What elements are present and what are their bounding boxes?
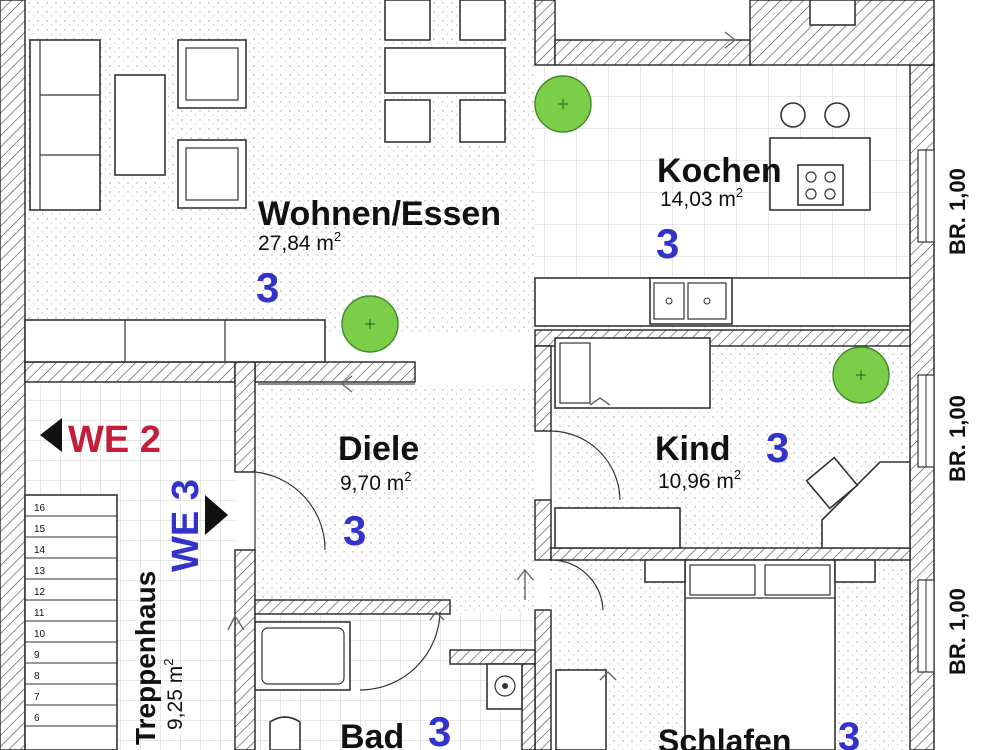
kitchen-counter (534, 277, 911, 327)
we3-label: WE 3 (165, 479, 207, 572)
sideboard (24, 319, 326, 363)
diele-number: 3 (343, 507, 366, 554)
kochen-name: Kochen (657, 152, 782, 190)
we2-arrow-icon (40, 418, 62, 452)
sofa (29, 39, 101, 211)
stair-number: 16 (34, 503, 46, 514)
diele-area: 9,70 m2 (340, 469, 411, 495)
kochen-number: 3 (656, 220, 679, 267)
kochen-area: 14,03 m2 (660, 185, 743, 211)
schlafen-name: Schlafen (658, 723, 791, 750)
stair-number: 6 (34, 713, 40, 724)
dining-table (384, 0, 506, 143)
kind-number: 3 (766, 424, 789, 471)
stair-number: 7 (34, 692, 40, 703)
diele-name: Diele (338, 430, 419, 468)
stair-number: 13 (34, 566, 46, 577)
wohnen-area: 27,84 m2 (258, 229, 341, 255)
kind-bed (554, 337, 711, 409)
stair-number: 12 (34, 587, 46, 598)
schlafen-number: 3 (838, 715, 860, 750)
stair-number: 11 (34, 608, 45, 619)
coffee-table (114, 74, 166, 176)
kind-shelf (554, 507, 681, 549)
flow-arrows (227, 31, 737, 681)
kitchen-cabinet (809, 0, 856, 26)
shower (486, 663, 523, 710)
window-label-1: BR. 1,00 (945, 168, 970, 255)
we2-label: WE 2 (68, 419, 161, 461)
stair-number: 10 (34, 629, 46, 640)
window-label-3: BR. 1,00 (945, 588, 970, 675)
windows (917, 149, 935, 673)
stair-number: 9 (34, 650, 40, 661)
treppenhaus-name: Treppenhaus (130, 571, 161, 745)
staircase: 16 15 14 13 12 11 10 9 8 7 6 (24, 494, 118, 750)
wardrobe (555, 669, 607, 750)
bad-name: Bad (340, 718, 404, 750)
bathtub (254, 621, 351, 691)
stair-number: 14 (34, 545, 46, 556)
wohnen-name: Wohnen/Essen (258, 195, 501, 233)
we3-arrow-icon (205, 495, 228, 535)
stair-number: 15 (34, 524, 46, 535)
wohnen-number: 3 (256, 264, 279, 311)
treppenhaus-area: 9,25 m2 (161, 659, 187, 730)
stair-number: 8 (34, 671, 40, 682)
kind-area: 10,96 m2 (658, 467, 741, 493)
doors (254, 430, 621, 691)
bad-number: 3 (428, 708, 451, 750)
kind-name: Kind (655, 430, 731, 468)
window-label-2: BR. 1,00 (945, 395, 970, 482)
plant-icon (341, 75, 890, 404)
armchair-top (177, 39, 247, 109)
double-bed (644, 559, 876, 750)
armchair-bottom (177, 139, 247, 209)
toilet (269, 716, 301, 750)
kitchen-island (769, 102, 871, 211)
kind-desk (805, 456, 911, 549)
